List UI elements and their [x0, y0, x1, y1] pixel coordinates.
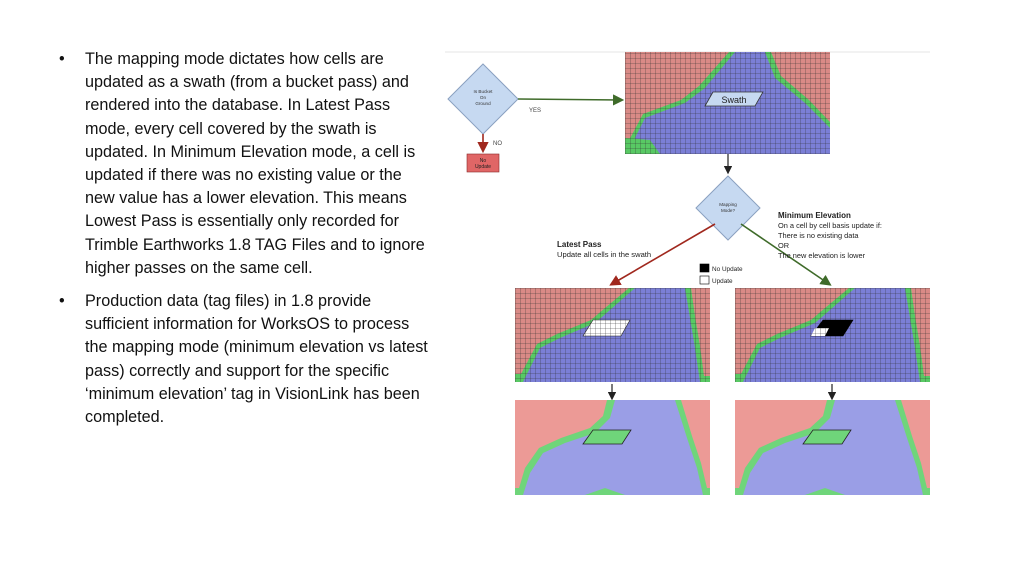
- latest-pass-grid-map: [515, 288, 710, 382]
- bullet-text: The mapping mode dictates how cells are …: [85, 50, 425, 277]
- svg-text:Minimum Elevation: Minimum Elevation: [778, 211, 851, 220]
- bullet-marker: •: [59, 50, 65, 68]
- svg-text:Update all cells in the swath: Update all cells in the swath: [557, 250, 651, 259]
- swath-shape: Swath: [704, 91, 764, 107]
- latest-pass-label: Latest Pass Update all cells in the swat…: [557, 240, 651, 259]
- no-update-box: No Update: [466, 153, 500, 173]
- svg-text:There is no existing data: There is no existing data: [778, 231, 859, 240]
- bullet-item-mapping-mode: • The mapping mode dictates how cells ar…: [58, 48, 433, 280]
- svg-text:OR: OR: [778, 241, 789, 250]
- legend-no-update-swatch: [699, 263, 710, 273]
- bullet-list: • The mapping mode dictates how cells ar…: [58, 48, 433, 439]
- bullet-marker: •: [59, 292, 65, 311]
- swath-grid-map: [625, 52, 830, 154]
- minimum-elevation-label: Minimum Elevation On a cell by cell basi…: [778, 211, 882, 260]
- latest-pass-rendered-map: [515, 400, 710, 495]
- minimum-elevation-rendered-map: [735, 400, 930, 495]
- svg-text:No Update: No Update: [712, 266, 743, 273]
- svg-text:Mode?: Mode?: [721, 208, 735, 213]
- svg-text:Update: Update: [475, 164, 491, 170]
- svg-text:On a cell by cell basis update: On a cell by cell basis update if:: [778, 221, 882, 230]
- svg-text:Latest Pass: Latest Pass: [557, 240, 602, 249]
- svg-text:Update: Update: [712, 278, 733, 285]
- decision1-line3: Ground: [475, 101, 491, 106]
- yes-label: YES: [529, 108, 541, 114]
- no-label: NO: [493, 141, 502, 147]
- decision1-line2: On: [480, 95, 487, 100]
- minimum-elevation-grid-map: [735, 288, 930, 382]
- svg-text:The new elevation is lower: The new elevation is lower: [778, 251, 866, 260]
- legend-update-swatch: [699, 275, 710, 285]
- decision-mapping-mode: Mapping Mode?: [695, 175, 761, 241]
- yes-arrow: [517, 94, 625, 106]
- decision1-line1: Is Bucket: [474, 89, 494, 94]
- mapping-mode-diagram: Swath Is Bucket On Ground YES NO No Upda…: [445, 48, 935, 500]
- bullet-item-production-data: • Production data (tag files) in 1.8 pro…: [58, 290, 433, 429]
- legend: No Update Update: [699, 263, 743, 285]
- swath-label: Swath: [721, 95, 746, 105]
- bullet-text: Production data (tag files) in 1.8 provi…: [85, 292, 428, 427]
- svg-text:Mapping: Mapping: [719, 202, 737, 207]
- latest-pass-arrow: [609, 223, 716, 286]
- decision-bucket-on-ground: Is Bucket On Ground: [447, 63, 519, 135]
- min-elevation-arrow: [740, 223, 832, 286]
- svg-text:No: No: [480, 158, 487, 164]
